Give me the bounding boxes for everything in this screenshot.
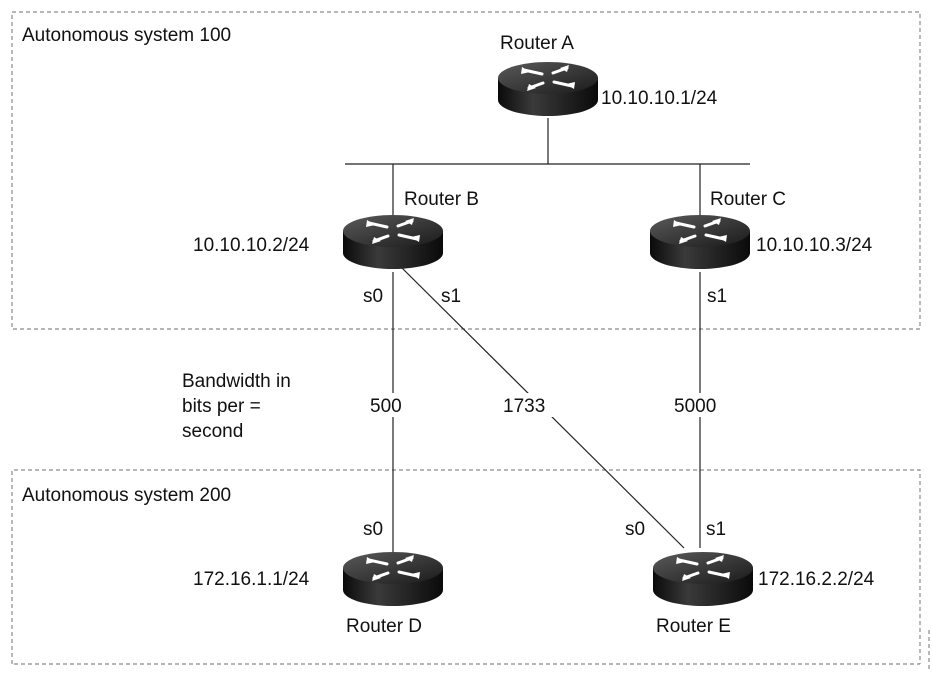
bandwidth-label-line-3: second <box>182 421 243 442</box>
router-d-s0: s0 <box>363 519 383 540</box>
router-d-icon <box>341 550 445 608</box>
router-c-ip: 10.10.10.3/24 <box>756 235 873 256</box>
as-100-label: Autonomous system 100 <box>22 25 231 46</box>
router-b[interactable]: Router B 10.10.10.2/24 s0 s1 <box>193 189 479 307</box>
as-200-boundary <box>11 469 921 664</box>
router-a-ip: 10.10.10.1/24 <box>601 88 718 109</box>
router-b-s1: s1 <box>441 286 461 307</box>
router-b-icon <box>341 213 445 271</box>
router-b-name: Router B <box>404 189 479 210</box>
bandwidth-label-line-1: Bandwidth in <box>182 371 291 392</box>
router-d[interactable]: Router D 172.16.1.1/24 s0 <box>193 519 445 637</box>
router-d-ip: 172.16.1.1/24 <box>193 569 310 590</box>
link-b-e-bandwidth: 1733 <box>503 396 545 417</box>
link-c-e-bandwidth: 5000 <box>674 396 716 417</box>
router-c-s1: s1 <box>707 286 727 307</box>
router-c-name: Router C <box>710 189 786 210</box>
router-e[interactable]: Router E 172.16.2.2/24 s0 s1 <box>625 519 875 637</box>
router-e-s1: s1 <box>706 519 726 540</box>
as-100-boundary <box>11 11 921 330</box>
router-d-name: Router D <box>346 616 422 637</box>
link-b-d-bandwidth: 500 <box>370 396 402 417</box>
router-e-name: Router E <box>656 616 731 637</box>
router-a-name: Router A <box>500 33 574 54</box>
bandwidth-label-line-2: bits per = <box>182 396 261 417</box>
router-b-s0: s0 <box>363 286 383 307</box>
router-b-ip: 10.10.10.2/24 <box>193 235 310 256</box>
as-200-label: Autonomous system 200 <box>22 485 231 506</box>
router-a[interactable]: Router A 10.10.10.1/24 <box>496 33 718 118</box>
router-a-icon <box>496 60 600 118</box>
router-c-icon <box>648 213 752 271</box>
router-c[interactable]: Router C 10.10.10.3/24 s1 <box>648 189 873 307</box>
router-e-ip: 172.16.2.2/24 <box>758 569 875 590</box>
router-e-s0: s0 <box>625 519 645 540</box>
router-e-icon <box>651 550 755 608</box>
